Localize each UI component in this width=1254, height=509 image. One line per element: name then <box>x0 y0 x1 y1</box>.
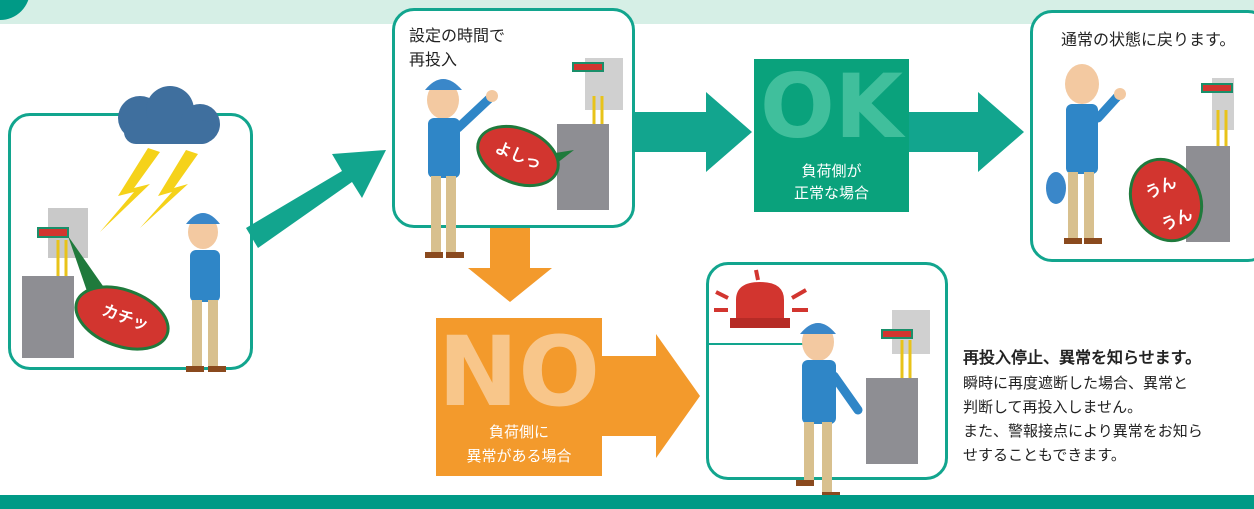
abnormal-line-3: また、警報接点により異常をお知ら <box>963 422 1203 440</box>
lightning-icon <box>100 148 160 232</box>
abnormal-line-4: せすることもできます。 <box>963 446 1126 464</box>
abnormal-heading: 再投入停止、異常を知らせます。 <box>963 348 1202 367</box>
normal-caption: 通常の状態に戻ります。 <box>1061 30 1236 49</box>
ok-line1: 負荷側が <box>801 162 862 180</box>
lightning-icon-2 <box>140 150 198 228</box>
ok-big-text: OK <box>760 59 903 158</box>
arrow-to-normal <box>908 92 1024 172</box>
load-box <box>866 378 918 464</box>
abnormal-line-2: 判断して再投入しません。 <box>963 398 1143 416</box>
ok-box: OK 負荷側が 正常な場合 <box>754 59 909 212</box>
reclose-caption-line1: 設定の時間で <box>409 26 506 45</box>
arrow-to-alarm <box>602 334 700 458</box>
cloud-icon <box>118 86 220 144</box>
alarm-light-icon <box>714 269 808 328</box>
breaker-indicator <box>37 227 69 238</box>
ok-bubble <box>476 124 560 188</box>
reclose-caption-line2: 再投入 <box>409 50 458 69</box>
abnormal-description: 再投入停止、異常を知らせます。 瞬時に再度遮断した場合、異常と 判断して再投入し… <box>963 345 1248 467</box>
arrow-to-reclose <box>246 150 386 248</box>
trip-bubble <box>74 285 170 351</box>
breaker-indicator <box>572 62 604 72</box>
load-box <box>22 276 74 358</box>
no-box: NO 負荷側に 異常がある場合 <box>436 318 602 476</box>
no-line1: 負荷側に <box>488 423 549 441</box>
nod-bubble <box>1128 157 1204 243</box>
worker-worried-icon <box>186 213 226 372</box>
arrow-to-ok <box>632 92 752 172</box>
worker-waving-icon <box>1046 64 1126 244</box>
ok-line2: 正常な場合 <box>793 184 869 202</box>
breaker-indicator <box>1201 83 1233 93</box>
load-box <box>557 124 609 210</box>
no-big-text: NO <box>438 318 600 428</box>
bottom-band <box>0 495 1254 509</box>
arrow-down-to-no <box>468 228 552 302</box>
breaker-indicator <box>881 329 913 339</box>
worker-alarmed-icon <box>796 323 863 498</box>
worker-pointing-icon <box>425 79 498 258</box>
no-line2: 異常がある場合 <box>466 447 572 465</box>
abnormal-line-1: 瞬時に再度遮断した場合、異常と <box>963 374 1189 392</box>
